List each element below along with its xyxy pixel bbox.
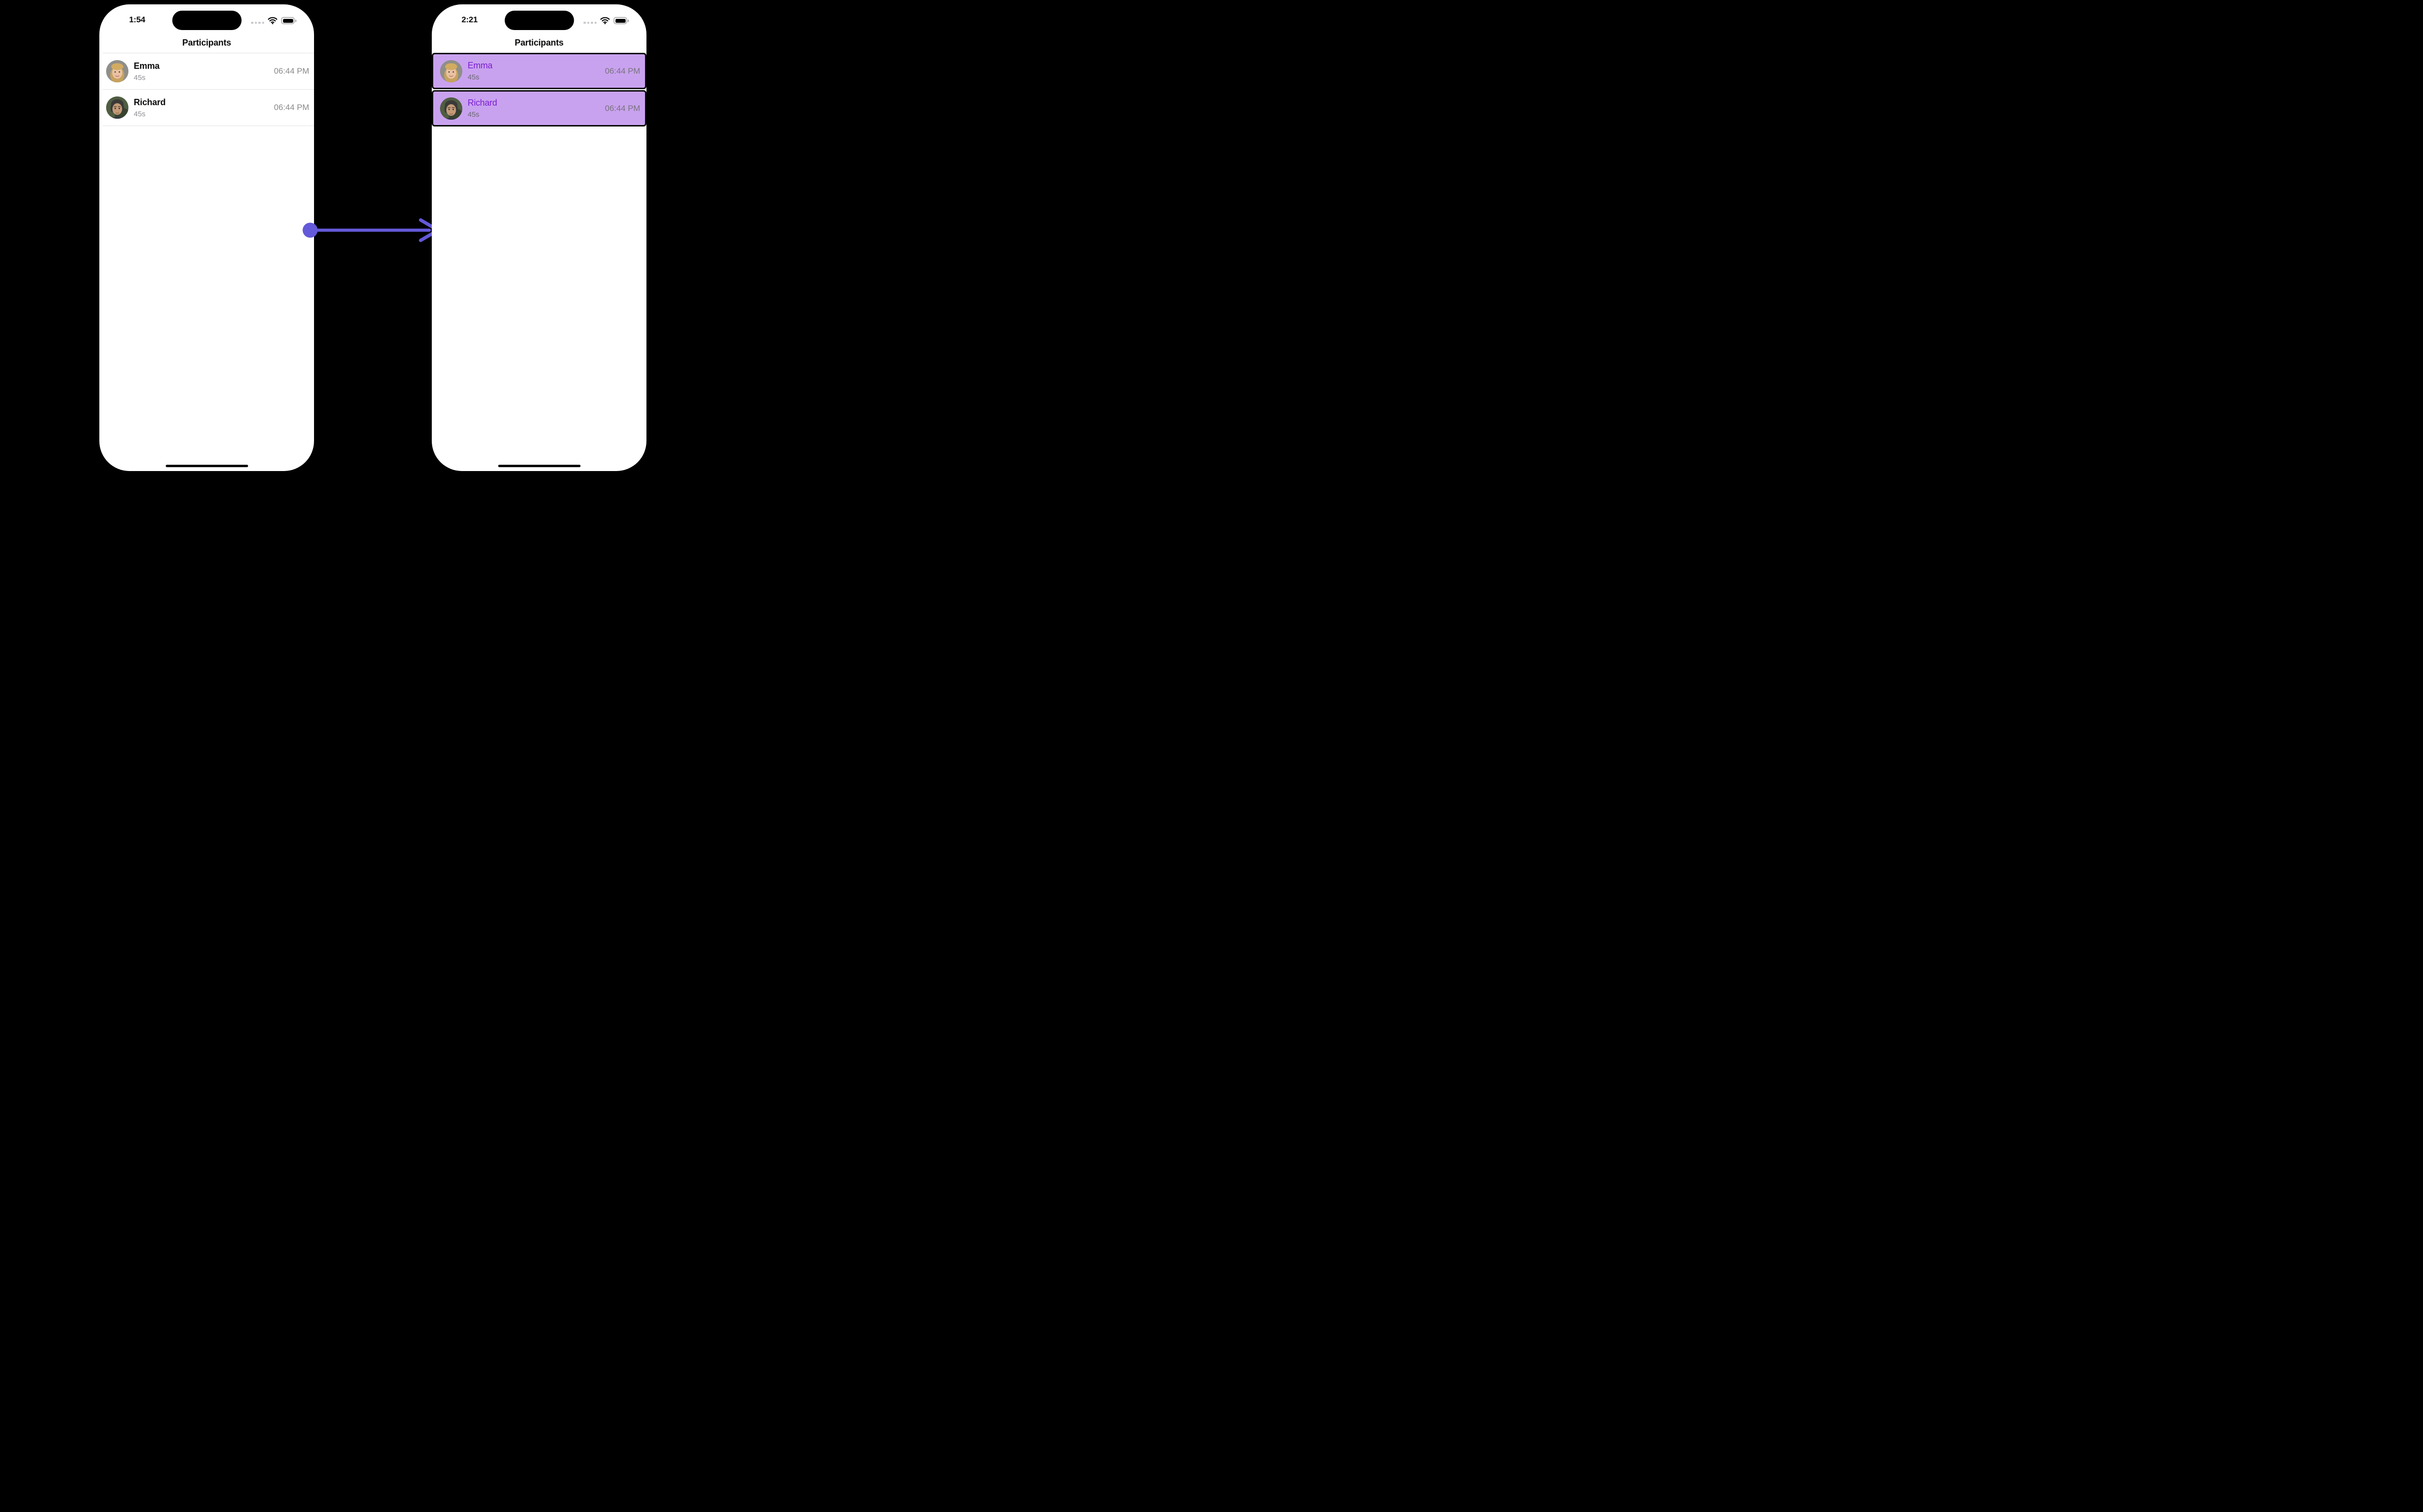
cellular-dots-icon <box>251 21 264 25</box>
status-bar: 2:21 <box>432 4 646 31</box>
avatar-emma <box>106 60 128 82</box>
participant-info: Emma 45s <box>468 61 492 81</box>
dynamic-island <box>172 11 241 30</box>
home-indicator[interactable] <box>165 464 248 467</box>
participant-time: 06:44 PM <box>605 66 640 76</box>
participant-row-emma[interactable]: Emma 45s 06:44 PM <box>99 53 314 89</box>
participant-duration: 45s <box>468 110 480 119</box>
status-bar: 1:54 <box>99 4 314 31</box>
participant-list-highlighted: Emma 45s 06:44 PM <box>432 53 646 126</box>
participant-time: 06:44 PM <box>274 66 309 76</box>
participant-duration: 45s <box>134 110 146 118</box>
phone-screen-after: 2:21 Participants <box>432 4 646 471</box>
participant-name: Richard <box>468 98 497 108</box>
avatar-richard <box>440 97 462 120</box>
status-icons <box>583 16 629 24</box>
dynamic-island <box>504 11 574 30</box>
page-title: Participants <box>515 38 564 47</box>
battery-icon <box>281 17 297 24</box>
page-title: Participants <box>182 38 231 47</box>
participant-info: Emma 45s <box>134 61 159 82</box>
status-icons <box>251 16 297 24</box>
transition-arrow <box>302 217 448 244</box>
cellular-dots-icon <box>583 21 597 25</box>
participant-row-richard-selected[interactable]: Richard 45s 06:44 PM <box>432 90 646 126</box>
participant-time: 06:44 PM <box>274 103 309 112</box>
status-time: 1:54 <box>129 15 145 24</box>
participant-name: Richard <box>134 97 166 107</box>
battery-icon <box>614 17 629 24</box>
avatar-emma <box>440 60 462 82</box>
wifi-icon <box>600 17 610 24</box>
participant-name: Emma <box>468 61 493 70</box>
participant-time: 06:44 PM <box>605 103 640 113</box>
participant-info: Richard 45s <box>134 97 166 118</box>
separator <box>103 89 314 90</box>
participant-info: Richard 45s <box>468 98 497 119</box>
participant-duration: 45s <box>134 73 146 82</box>
home-indicator[interactable] <box>498 464 581 467</box>
phone-screen-before: 1:54 Participants <box>99 4 314 471</box>
participant-row-emma-selected[interactable]: Emma 45s 06:44 PM <box>432 53 646 89</box>
participant-name: Emma <box>134 61 160 71</box>
wifi-icon <box>267 17 278 24</box>
participant-duration: 45s <box>468 73 480 81</box>
status-time: 2:21 <box>461 15 478 24</box>
avatar-richard <box>106 96 128 119</box>
participant-list: Emma 45s 06:44 PM <box>99 53 314 126</box>
participant-row-richard[interactable]: Richard 45s 06:44 PM <box>99 90 314 126</box>
